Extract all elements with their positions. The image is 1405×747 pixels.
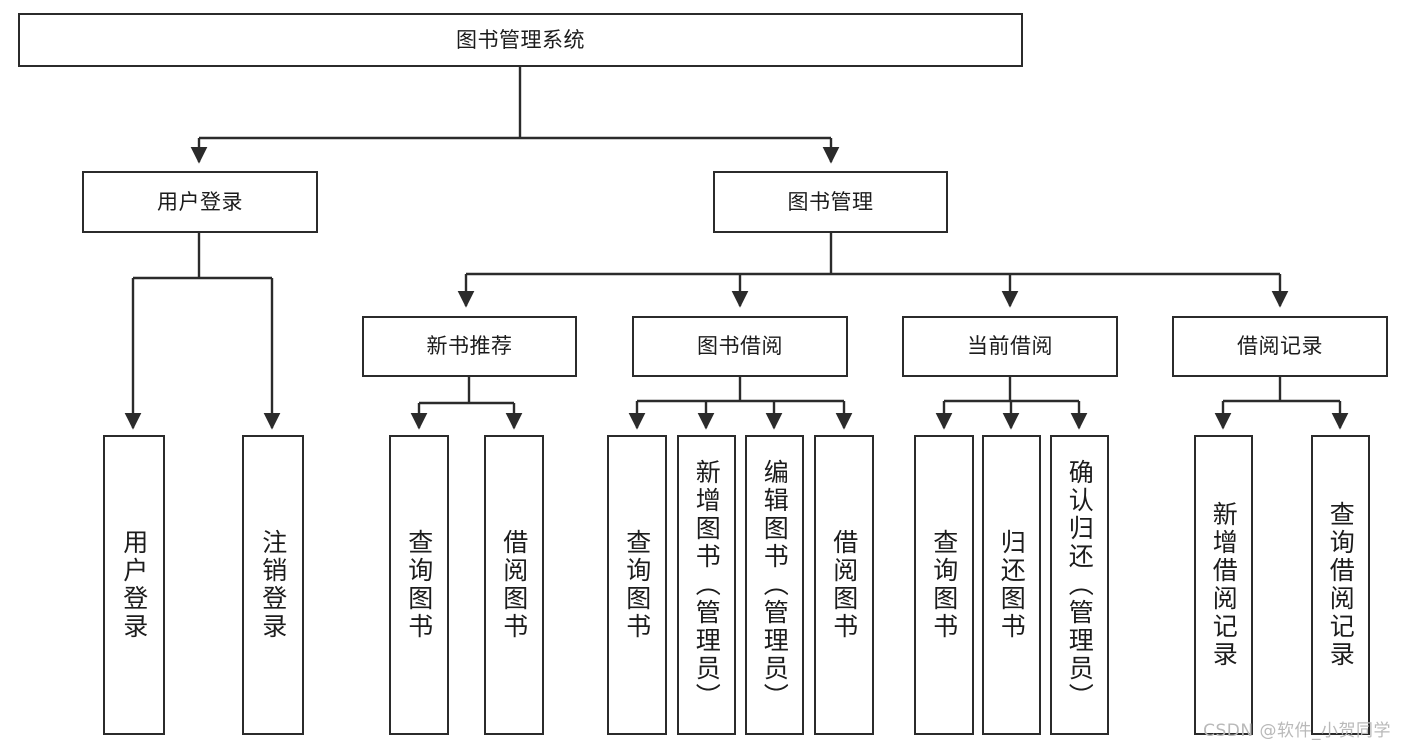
leaf-return-book-label: 归还图书 bbox=[997, 529, 1027, 641]
leaf-query-book-1-label: 查询图书 bbox=[404, 529, 434, 641]
leaf-logout[interactable]: 注销登录 bbox=[242, 435, 304, 735]
leaf-add-book-label: 新增图书（管理员） bbox=[692, 459, 722, 711]
node-user-login-label: 用户登录 bbox=[157, 189, 243, 214]
node-current-borrow-label: 当前借阅 bbox=[967, 334, 1053, 359]
leaf-edit-book[interactable]: 编辑图书（管理员） bbox=[745, 435, 804, 735]
leaf-confirm-return[interactable]: 确认归还（管理员） bbox=[1050, 435, 1109, 735]
leaf-return-book[interactable]: 归还图书 bbox=[982, 435, 1041, 735]
leaf-edit-book-label: 编辑图书（管理员） bbox=[760, 459, 790, 711]
leaf-query-record[interactable]: 查询借阅记录 bbox=[1311, 435, 1370, 735]
csdn-watermark: CSDN @软件_小贺同学 bbox=[1203, 721, 1391, 741]
leaf-add-book[interactable]: 新增图书（管理员） bbox=[677, 435, 736, 735]
node-borrow-record-label: 借阅记录 bbox=[1237, 334, 1323, 359]
node-current-borrow[interactable]: 当前借阅 bbox=[902, 316, 1118, 377]
node-root-label: 图书管理系统 bbox=[456, 27, 585, 52]
node-new-book-rec[interactable]: 新书推荐 bbox=[362, 316, 577, 377]
node-new-book-rec-label: 新书推荐 bbox=[426, 334, 513, 359]
leaf-user-login[interactable]: 用户登录 bbox=[103, 435, 165, 735]
leaf-query-record-label: 查询借阅记录 bbox=[1326, 501, 1356, 669]
leaf-borrow-book-2-label: 借阅图书 bbox=[829, 529, 859, 641]
node-book-manage[interactable]: 图书管理 bbox=[713, 171, 948, 233]
node-user-login[interactable]: 用户登录 bbox=[82, 171, 318, 233]
node-book-borrow-label: 图书借阅 bbox=[697, 334, 783, 359]
leaf-add-record-label: 新增借阅记录 bbox=[1209, 501, 1239, 669]
node-root[interactable]: 图书管理系统 bbox=[18, 13, 1023, 67]
leaf-query-book-2[interactable]: 查询图书 bbox=[607, 435, 667, 735]
leaf-borrow-book-1[interactable]: 借阅图书 bbox=[484, 435, 544, 735]
node-book-manage-label: 图书管理 bbox=[787, 189, 874, 214]
node-book-borrow[interactable]: 图书借阅 bbox=[632, 316, 848, 377]
node-borrow-record[interactable]: 借阅记录 bbox=[1172, 316, 1388, 377]
leaf-logout-label: 注销登录 bbox=[258, 529, 288, 641]
leaf-query-book-3[interactable]: 查询图书 bbox=[914, 435, 974, 735]
leaf-confirm-return-label: 确认归还（管理员） bbox=[1065, 459, 1095, 711]
leaf-query-book-1[interactable]: 查询图书 bbox=[389, 435, 449, 735]
leaf-add-record[interactable]: 新增借阅记录 bbox=[1194, 435, 1253, 735]
leaf-query-book-2-label: 查询图书 bbox=[622, 529, 652, 641]
leaf-query-book-3-label: 查询图书 bbox=[929, 529, 959, 641]
leaf-borrow-book-1-label: 借阅图书 bbox=[499, 529, 529, 641]
leaf-borrow-book-2[interactable]: 借阅图书 bbox=[814, 435, 874, 735]
leaf-user-login-label: 用户登录 bbox=[119, 529, 149, 641]
